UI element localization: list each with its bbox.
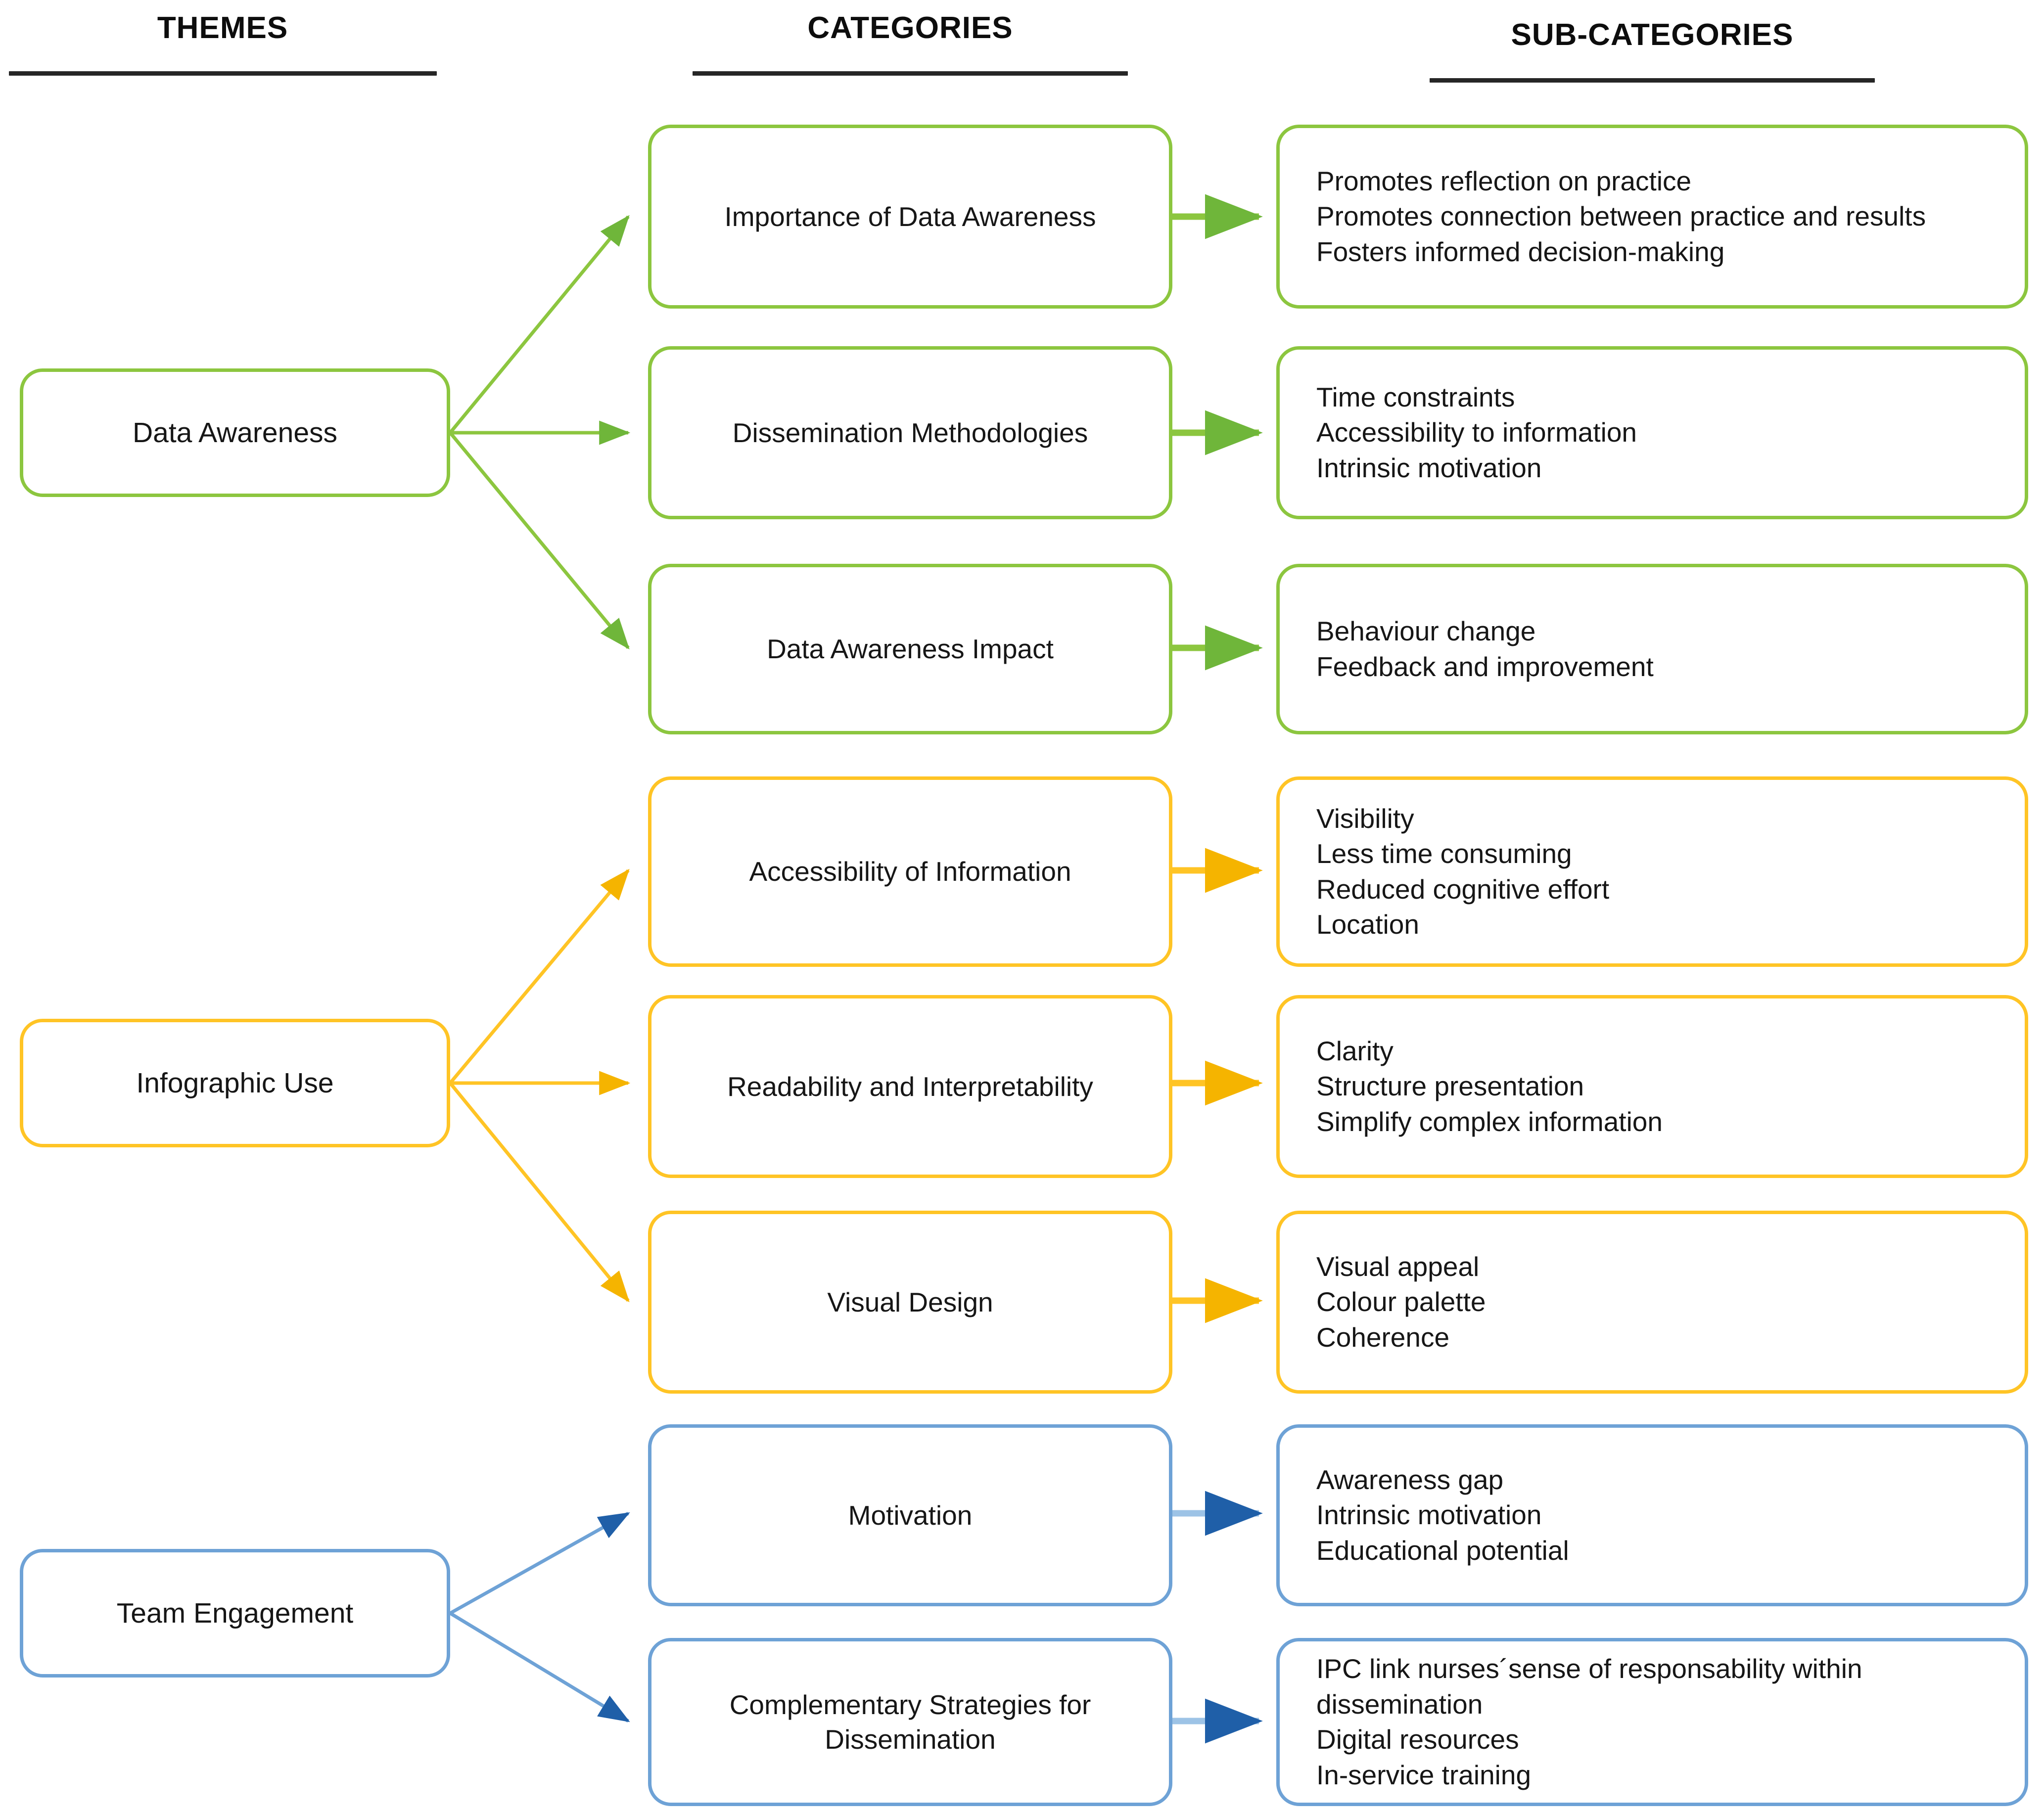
list-item: Less time consuming <box>1316 838 1572 869</box>
category-label: Motivation <box>848 1499 973 1531</box>
theme-box-data-awareness[interactable]: Data Awareness <box>20 368 450 497</box>
subcategory-box-data-awareness-impact[interactable]: Behaviour change Feedback and improvemen… <box>1276 564 2028 734</box>
list-item: Fosters informed decision-making <box>1316 236 1725 267</box>
list-item: Behaviour change <box>1316 616 1536 646</box>
list-item: Intrinsic motivation <box>1316 452 1542 483</box>
category-box-visual-design[interactable]: Visual Design <box>648 1211 1172 1394</box>
column-header-categories: CATEGORIES <box>648 13 1172 76</box>
category-box-data-awareness-impact[interactable]: Data Awareness Impact <box>648 564 1172 734</box>
column-header-themes: THEMES <box>0 13 445 76</box>
connector-group-infographic-use <box>449 868 631 1303</box>
theme-label: Team Engagement <box>116 1597 354 1629</box>
subcategory-box-accessibility-of-information[interactable]: Visibility Less time consuming Reduced c… <box>1276 776 2028 967</box>
list-item: Promotes reflection on practice <box>1316 165 1692 196</box>
subcategory-list: Awareness gap Intrinsic motivation Educa… <box>1280 1462 2025 1569</box>
list-item: Promotes connection between practice and… <box>1316 201 1926 232</box>
list-item: Educational potential <box>1316 1535 1569 1566</box>
category-box-dissemination-methodologies[interactable]: Dissemination Methodologies <box>648 346 1172 519</box>
category-box-readability-and-interpretability[interactable]: Readability and Interpretability <box>648 995 1172 1178</box>
column-header-subcategories-rule <box>1430 78 1875 83</box>
category-label: Complementary Strategies for Disseminati… <box>729 1689 1091 1755</box>
subcategory-box-readability-and-interpretability[interactable]: Clarity Structure presentation Simplify … <box>1276 995 2028 1178</box>
column-header-themes-rule <box>9 71 437 76</box>
subcategory-list: Promotes reflection on practice Promotes… <box>1280 164 2025 270</box>
category-label: Accessibility of Information <box>749 856 1071 887</box>
column-header-categories-label: CATEGORIES <box>807 11 1013 45</box>
subcategory-list: Time constraints Accessibility to inform… <box>1280 380 2025 486</box>
theme-box-infographic-use[interactable]: Infographic Use <box>20 1019 450 1147</box>
list-item: Time constraints <box>1316 381 1515 412</box>
subcategory-list: Clarity Structure presentation Simplify … <box>1280 1034 2025 1140</box>
subcategory-box-importance-of-data-awareness[interactable]: Promotes reflection on practice Promotes… <box>1276 125 2028 309</box>
connector-group-team-engagement <box>449 1511 630 1723</box>
subcategory-list: IPC link nurses´sense of responsability … <box>1280 1651 2025 1793</box>
subcategory-list: Visual appeal Colour palette Coherence <box>1280 1249 2025 1356</box>
theme-label: Data Awareness <box>132 416 338 449</box>
theme-box-team-engagement[interactable]: Team Engagement <box>20 1549 450 1678</box>
category-label: Importance of Data Awareness <box>724 201 1096 232</box>
subcategory-box-dissemination-methodologies[interactable]: Time constraints Accessibility to inform… <box>1276 346 2028 519</box>
list-item: Digital resources <box>1316 1724 1519 1755</box>
category-box-complementary-strategies-for-dissemination[interactable]: Complementary Strategies for Disseminati… <box>648 1638 1172 1806</box>
list-item: Visual appeal <box>1316 1251 1480 1282</box>
column-header-themes-label: THEMES <box>157 11 288 45</box>
subcategory-box-complementary-strategies-for-dissemination[interactable]: IPC link nurses´sense of responsability … <box>1276 1638 2028 1806</box>
category-label: Dissemination Methodologies <box>732 417 1088 448</box>
list-item: Feedback and improvement <box>1316 651 1654 682</box>
list-item: IPC link nurses´sense of responsability … <box>1316 1653 1862 1720</box>
column-header-subcategories-label: SUB-CATEGORIES <box>1511 18 1794 52</box>
connector-group-data-awareness <box>449 215 631 650</box>
list-item: Intrinsic motivation <box>1316 1499 1542 1531</box>
category-box-motivation[interactable]: Motivation <box>648 1424 1172 1606</box>
subcategory-box-motivation[interactable]: Awareness gap Intrinsic motivation Educa… <box>1276 1424 2028 1606</box>
column-header-categories-rule <box>693 71 1128 76</box>
column-header-subcategories: SUB-CATEGORIES <box>1276 20 2028 83</box>
connector-group-category-to-subcategory <box>1172 194 1263 1744</box>
list-item: Awareness gap <box>1316 1464 1504 1495</box>
list-item: In-service training <box>1316 1759 1532 1790</box>
subcategory-list: Visibility Less time consuming Reduced c… <box>1280 801 2025 943</box>
list-item: Coherence <box>1316 1321 1450 1353</box>
category-label: Visual Design <box>827 1286 993 1317</box>
category-label: Readability and Interpretability <box>727 1071 1093 1102</box>
list-item: Colour palette <box>1316 1286 1486 1317</box>
category-box-accessibility-of-information[interactable]: Accessibility of Information <box>648 776 1172 967</box>
list-item: Accessibility to information <box>1316 417 1637 448</box>
subcategory-list: Behaviour change Feedback and improvemen… <box>1280 614 2025 684</box>
list-item: Structure presentation <box>1316 1071 1584 1102</box>
list-item: Reduced cognitive effort <box>1316 873 1610 905</box>
list-item: Clarity <box>1316 1035 1394 1066</box>
category-label: Data Awareness Impact <box>767 634 1054 665</box>
list-item: Simplify complex information <box>1316 1106 1663 1137</box>
category-box-importance-of-data-awareness[interactable]: Importance of Data Awareness <box>648 125 1172 309</box>
theme-label: Infographic Use <box>136 1067 334 1099</box>
list-item: Visibility <box>1316 803 1414 834</box>
subcategory-box-visual-design[interactable]: Visual appeal Colour palette Coherence <box>1276 1211 2028 1394</box>
list-item: Location <box>1316 909 1419 940</box>
